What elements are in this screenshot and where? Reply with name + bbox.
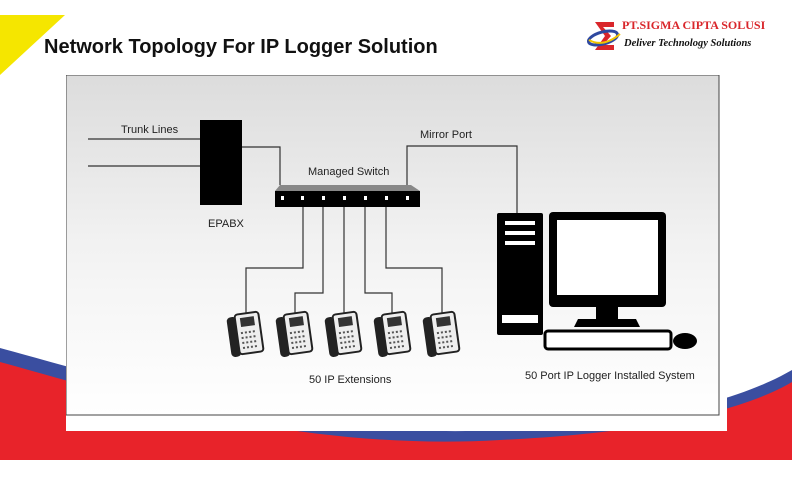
ip-phone-icon [421, 310, 461, 359]
ip-phone-icon [274, 310, 314, 359]
ip-phone-icon [372, 310, 412, 359]
logger-system-label: 50 Port IP Logger Installed System [525, 370, 695, 382]
ip-phone-icon [323, 310, 363, 359]
epabx-label: EPABX [208, 218, 245, 230]
logo-tagline: Deliver Technology Solutions [624, 38, 752, 49]
connection-lines [88, 138, 518, 313]
sigma-logo-icon [586, 22, 621, 50]
ip-extensions-label: 50 IP Extensions [309, 374, 392, 386]
company-logo: PT.SIGMA CIPTA SOLUSI Deliver Technology… [586, 16, 790, 56]
red-wave [0, 362, 792, 460]
network-topology-diagram: Trunk Lines EPABX Managed Switch Mirror … [66, 75, 727, 431]
ip-phone-icon [225, 310, 265, 359]
epabx-device [200, 120, 242, 205]
managed-switch-label: Managed Switch [308, 166, 389, 178]
trunk-lines-label: Trunk Lines [121, 124, 179, 136]
yellow-corner-accent [0, 15, 65, 75]
logo-company-name: PT.SIGMA CIPTA SOLUSI [622, 18, 766, 32]
mirror-port-label: Mirror Port [420, 129, 472, 141]
managed-switch-device [275, 185, 420, 207]
logger-computer-icon [497, 212, 697, 351]
slide-title: Network Topology For IP Logger Solution [44, 36, 438, 58]
